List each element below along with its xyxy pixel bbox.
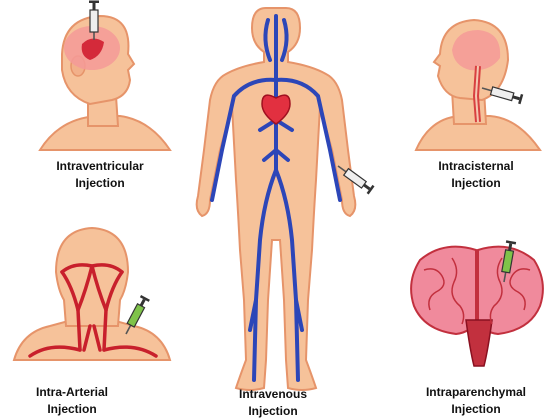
syringe-barrel xyxy=(126,303,146,328)
syringe-needle xyxy=(503,272,507,283)
syringe-thumb xyxy=(518,93,524,105)
shoulders xyxy=(414,115,542,151)
syringe-thumb xyxy=(89,0,99,3)
caption-line2: Injection xyxy=(451,402,501,416)
artery-network xyxy=(28,263,158,358)
caption-intraparenchymal: Intraparenchymal Injection xyxy=(406,384,546,418)
heart-icon xyxy=(261,94,291,125)
body-silhouette xyxy=(195,7,357,391)
syringe-plunger xyxy=(363,183,371,191)
caption-line2: Injection xyxy=(451,176,501,190)
panel-intraventricular: Intraventricular Injection xyxy=(0,0,190,200)
brain-illustration xyxy=(410,245,544,367)
syringe-icon xyxy=(481,86,524,105)
ventricle xyxy=(81,38,104,60)
neck-arteries-illustration xyxy=(12,226,172,361)
brain-folds xyxy=(423,257,531,325)
syringe-icon xyxy=(337,165,375,195)
caption-line1: Intracisternal xyxy=(438,159,514,173)
syringe-thumb xyxy=(366,184,375,195)
vein-network xyxy=(210,14,342,382)
syringe-barrel xyxy=(89,9,99,33)
panel-intracisternal: Intracisternal Injection xyxy=(400,0,553,200)
syringe-icon xyxy=(501,240,517,283)
syringe-needle xyxy=(93,32,95,40)
brainstem xyxy=(465,319,493,367)
caption-intravenous: Intravenous Injection xyxy=(203,386,343,420)
syringe-plunger xyxy=(92,3,96,10)
body-veins-illustration xyxy=(195,7,357,391)
brain xyxy=(452,30,501,71)
caption-intraventricular: Intraventricular Injection xyxy=(30,158,170,192)
syringe-thumb xyxy=(505,240,517,245)
head-cistern-illustration xyxy=(414,18,542,151)
panel-intraparenchymal: Intraparenchymal Injection xyxy=(400,210,553,419)
syringe-icon xyxy=(89,0,99,40)
shoulders xyxy=(38,115,172,151)
caption-line2: Injection xyxy=(47,402,97,416)
syringe-plunger xyxy=(508,243,513,251)
syringe-plunger xyxy=(139,298,146,307)
panel-intravenous: Intravenous Injection xyxy=(180,0,380,419)
caption-line1: Intravenous xyxy=(238,387,307,401)
syringe-needle xyxy=(125,324,132,335)
head-ventricle-illustration xyxy=(38,14,172,151)
syringe-barrel xyxy=(489,86,515,102)
caption-line2: Injection xyxy=(75,176,125,190)
caption-intracisternal: Intracisternal Injection xyxy=(406,158,546,192)
syringe-thumb xyxy=(139,295,150,302)
syringe-barrel xyxy=(501,249,515,274)
caption-line2: Injection xyxy=(248,404,298,418)
syringe-plunger xyxy=(512,95,520,101)
syringe-barrel xyxy=(342,167,368,189)
syringe-needle xyxy=(481,87,492,92)
caption-line1: Intraparenchymal xyxy=(425,385,527,399)
spinal-cord-core xyxy=(474,65,479,123)
panel-intra-arterial: Intra-Arterial Injection xyxy=(0,210,190,419)
caption-intra-arterial: Intra-Arterial Injection xyxy=(2,384,142,418)
caption-line1: Intra-Arterial xyxy=(35,385,109,399)
syringe-needle xyxy=(337,165,347,173)
caption-line1: Intraventricular xyxy=(56,159,144,173)
syringe-icon xyxy=(125,295,150,335)
